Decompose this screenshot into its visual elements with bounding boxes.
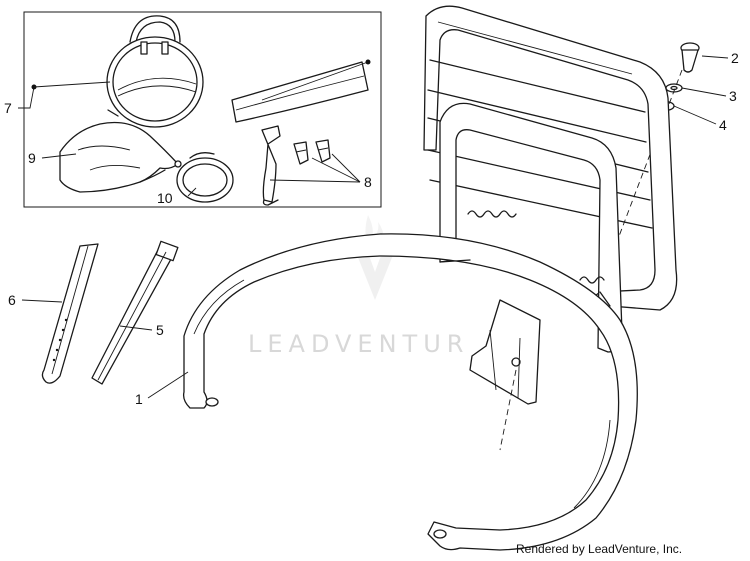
leader-5 (119, 325, 153, 331)
callouts: 7 9 10 8 6 5 1 2 3 4 (4, 50, 739, 407)
callout-6: 6 (8, 292, 16, 308)
callout-5: 5 (156, 322, 164, 338)
credit-text: Rendered by LeadVenture, Inc. (516, 542, 682, 556)
part-buckle-straps (261, 125, 331, 206)
part-bag (106, 15, 204, 128)
leader-9 (41, 153, 77, 159)
part-strap-5 (91, 240, 179, 385)
leader-lines (18, 55, 729, 399)
watermark-text: LEADVENTUR (248, 330, 469, 358)
center-line (609, 69, 683, 261)
callout-8: 8 (364, 174, 372, 190)
part-ring-strap (176, 152, 234, 203)
callout-7: 7 (4, 100, 12, 116)
part-rack (182, 5, 678, 551)
part-cover (59, 121, 182, 193)
leader-7 (18, 86, 35, 109)
leader-4 (673, 105, 717, 125)
callout-9: 9 (28, 150, 36, 166)
leader-10 (187, 187, 197, 197)
callout-4: 4 (719, 117, 727, 133)
leader-8 (269, 179, 361, 183)
kit-frame (23, 11, 382, 208)
part-bolt (680, 42, 700, 73)
part-strap-6 (41, 243, 99, 384)
watermark: LEADVENTUR (248, 215, 469, 358)
callout-2: 2 (731, 50, 739, 66)
part-strip (231, 61, 369, 123)
callout-10: 10 (157, 190, 173, 206)
leader-3 (681, 87, 727, 97)
leader-2 (701, 55, 729, 59)
leader-1 (147, 371, 189, 399)
callout-3: 3 (729, 88, 737, 104)
callout-1: 1 (135, 391, 143, 407)
leader-6 (21, 299, 63, 303)
